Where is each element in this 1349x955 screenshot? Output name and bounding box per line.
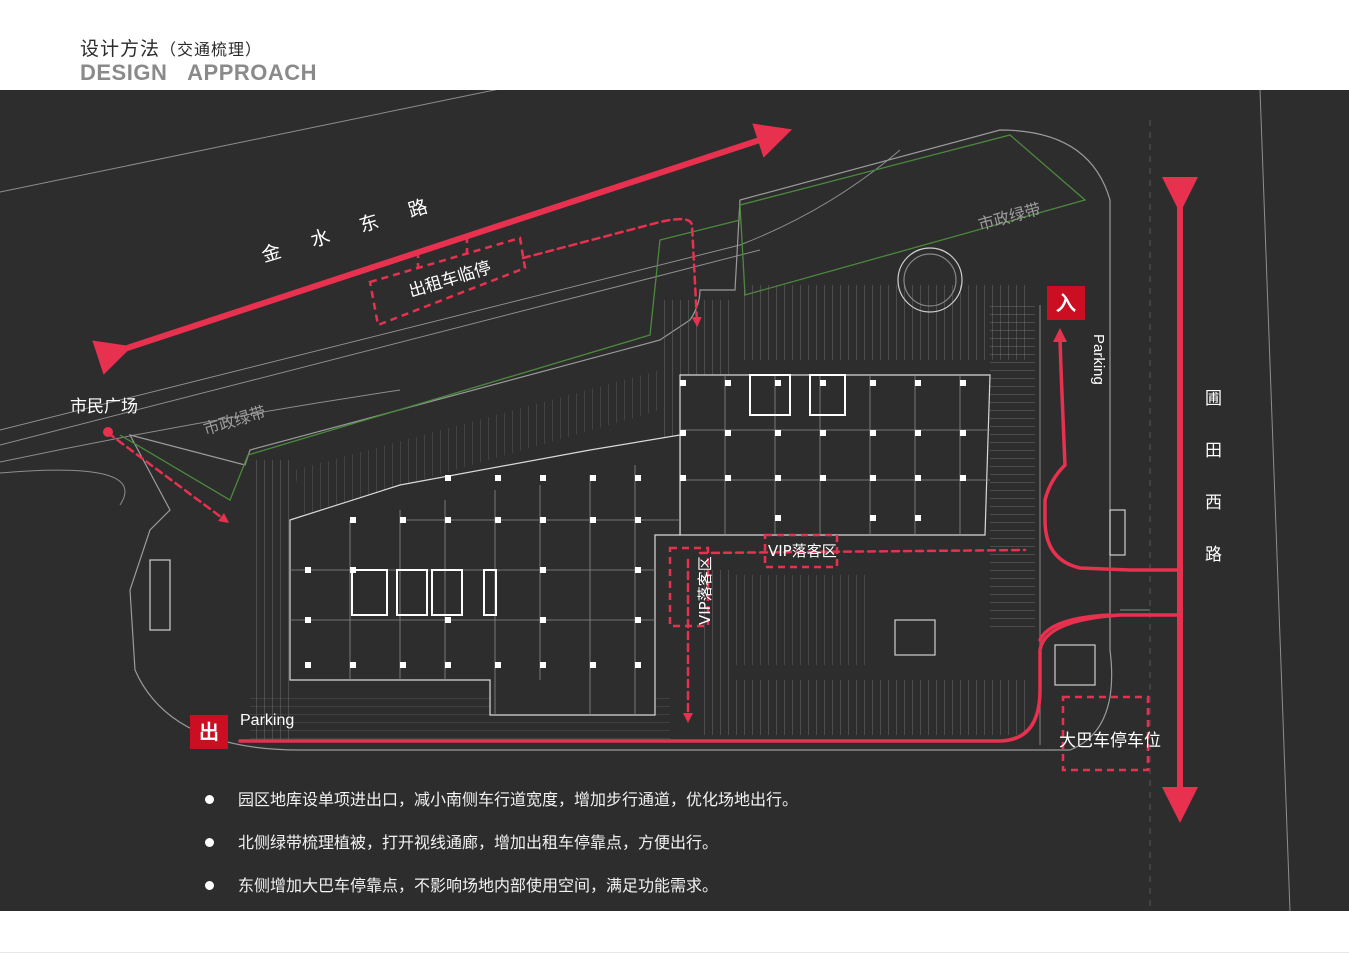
building-cores — [351, 374, 846, 616]
civic-plaza-label: 市民广场 — [70, 397, 138, 417]
building-columns — [305, 380, 966, 668]
pedestrian-routes — [106, 217, 1027, 723]
site-plan-drawing — [0, 90, 1291, 911]
exit-badge: 出 — [190, 715, 228, 749]
vip-horizontal-label: VIP落客区 — [768, 542, 837, 560]
note-text: 园区地库设单项进出口，减小南侧车行道宽度，增加步行通道，优化场地出行。 — [238, 790, 799, 809]
vehicle-routes — [238, 328, 1182, 743]
subtitle-cn: （交通梳理） — [160, 40, 263, 59]
bullet-icon — [205, 838, 214, 847]
bus-parking-label: 大巴车停车位 — [1059, 731, 1161, 751]
title-en: DESIGN APPROACH — [80, 60, 318, 85]
vip-vertical-label: VIP落客区 — [696, 556, 714, 625]
footer-divider — [0, 952, 1349, 953]
note-text: 北侧绿带梳理植被，打开视线通廊，增加出租车停靠点，方便出行。 — [238, 833, 719, 852]
entry-badge: 入 — [1047, 286, 1085, 320]
parking-entry-label: Parking — [1090, 334, 1107, 385]
parking-exit-label: Parking — [240, 712, 295, 729]
site-structures — [149, 247, 1126, 686]
site-plan-panel: 金 水 东 路 圃 田 西 路 出租车临停 市政绿带 市政绿带 市民广场 VIP… — [0, 90, 1349, 911]
bullet-icon — [205, 795, 214, 804]
title-cn: 设计方法（交通梳理） — [80, 38, 263, 60]
drop-off-zones — [368, 236, 1150, 772]
civic-plaza-marker — [103, 427, 113, 437]
road-east-label: 圃 田 西 路 — [1205, 389, 1222, 565]
traffic-arrows — [92, 123, 1198, 823]
bullet-icon — [205, 881, 214, 890]
note-text: 东侧增加大巴车停靠点，不影响场地内部使用空间，满足功能需求。 — [238, 876, 719, 895]
